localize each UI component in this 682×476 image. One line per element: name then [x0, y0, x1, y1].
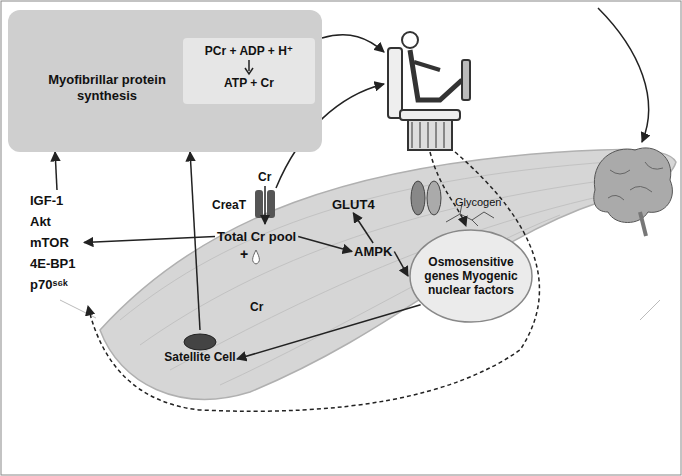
- satellite-cell-icon: [184, 334, 216, 350]
- brain-icon: [594, 148, 673, 236]
- node-text: ATP + Cr: [183, 76, 315, 90]
- connector-arrow: [55, 152, 57, 190]
- part-label: Glycogen: [455, 196, 501, 208]
- text-node: GLUT4: [330, 196, 377, 213]
- connector-arrow: [237, 305, 421, 359]
- node-text: Myofibrillar protein synthesis: [38, 72, 176, 104]
- reaction-arrow: [243, 60, 255, 76]
- osmo-circle: Osmosensitive genes Myogenic nuclear fac…: [408, 228, 534, 324]
- connector-arrow: [298, 237, 352, 252]
- plus-sign: +: [240, 246, 248, 262]
- leg-press-icon: [388, 32, 470, 150]
- transporter-label: CreaT: [212, 198, 246, 212]
- satellite-cell: Satellite Cell: [163, 330, 237, 388]
- node-text: Total Cr pool: [217, 229, 296, 244]
- connector-arrow: [353, 213, 373, 243]
- molecule-label: Cr: [258, 170, 271, 184]
- text-node: Total Cr pool: [215, 228, 298, 245]
- text-node: AMPK: [352, 243, 394, 260]
- node-text: Osmosensitive genes Myogenic nuclear fac…: [423, 255, 519, 297]
- node-text: GLUT4: [332, 197, 375, 212]
- node-text: IGF-1 Akt mTOR 4E-BP1 p70ˢ⁶ᵏ: [30, 190, 84, 295]
- connector-arrow: [190, 152, 200, 330]
- node-text: PCr + ADP + H⁺: [183, 44, 315, 58]
- panel: Myofibrillar protein synthesisPCr + ADP …: [8, 10, 322, 152]
- arrow: [264, 186, 266, 224]
- node-text: Satellite Cell: [163, 350, 237, 364]
- glut4-transporter: [411, 181, 441, 215]
- molecule-label: Cr: [250, 300, 263, 314]
- connector-arrow: [394, 252, 408, 277]
- node-text: AMPK: [354, 244, 392, 259]
- reaction-box: PCr + ADP + H⁺ ATP + Cr: [183, 38, 315, 104]
- water-drop: [253, 250, 260, 264]
- signal-list: IGF-1 Akt mTOR 4E-BP1 p70ˢ⁶ᵏ: [30, 190, 84, 295]
- muscle-illustration: [60, 149, 676, 399]
